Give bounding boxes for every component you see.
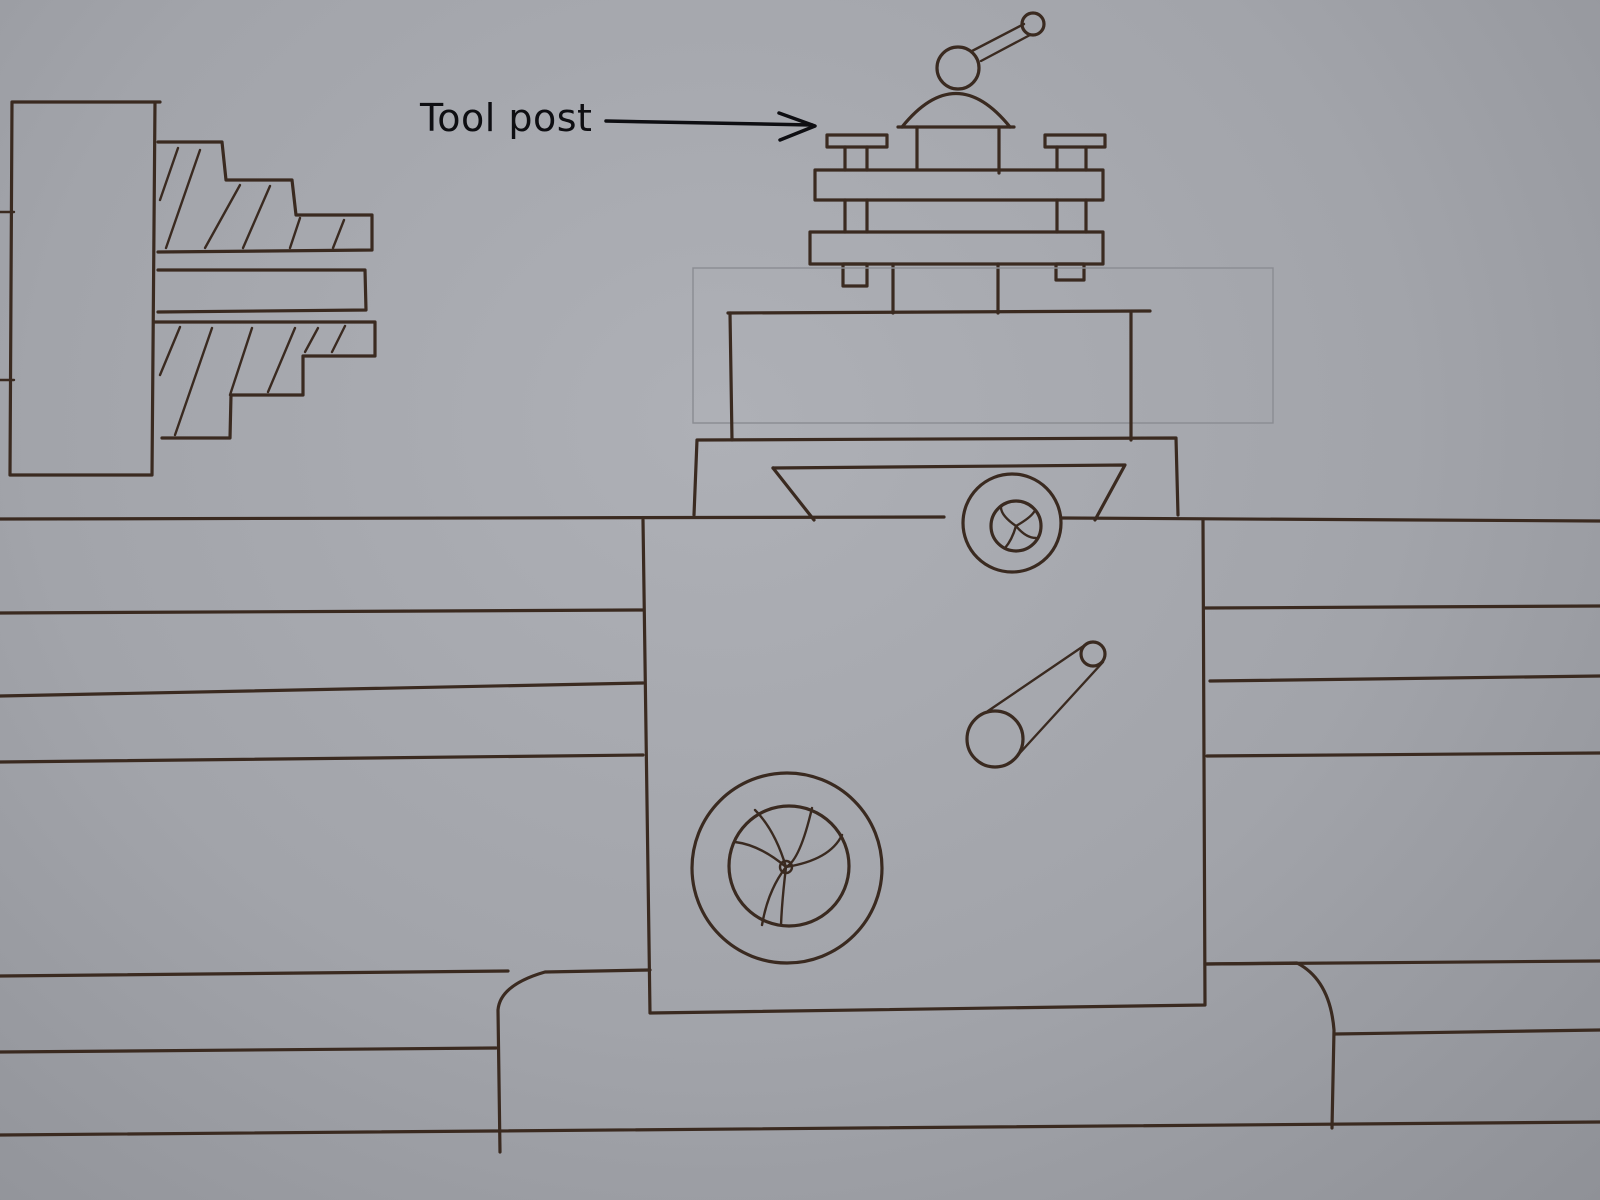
label-arrow (604, 111, 817, 142)
compound-rest (692, 267, 1274, 442)
saddle-base (496, 961, 1336, 1154)
tool-post-label: Tool post (420, 96, 593, 140)
cross-slide (692, 436, 1180, 522)
headstock-chuck (0, 100, 162, 477)
lathe-bed (0, 515, 1600, 1137)
carriage-handwheel (690, 771, 884, 965)
stepped-spindle (153, 140, 377, 440)
apron (641, 518, 1207, 1015)
feed-lever (965, 640, 1107, 769)
cross-feed-handwheel (961, 472, 1063, 574)
tool-post (808, 11, 1107, 315)
